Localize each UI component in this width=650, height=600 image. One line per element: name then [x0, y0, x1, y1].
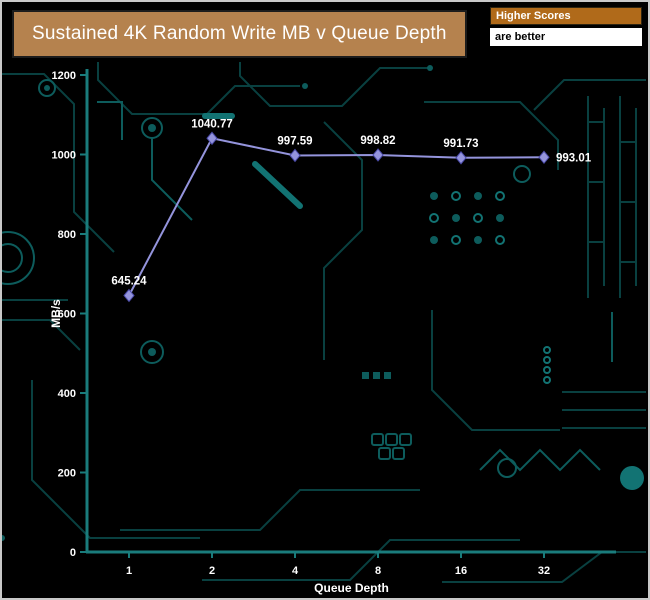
x-tick-label: 16 [455, 565, 467, 577]
data-point-marker [289, 148, 301, 163]
x-tick-label: 32 [538, 565, 550, 577]
y-tick-label: 800 [58, 229, 76, 241]
data-point-marker [123, 288, 135, 303]
data-point-label: 993.01 [556, 152, 592, 164]
data-point-label: 997.59 [277, 135, 312, 147]
y-tick-label: 600 [58, 309, 76, 321]
y-tick-label: 400 [58, 388, 76, 400]
y-tick-label: 0 [70, 547, 76, 559]
data-point-label: 991.73 [443, 138, 478, 150]
higher-scores-note: Higher Scores are better [490, 7, 642, 46]
circuit-background [2, 62, 646, 583]
data-point-label: 1040.77 [191, 118, 233, 130]
y-tick-label: 1000 [52, 150, 76, 162]
data-point-marker [455, 151, 467, 165]
x-axis-title: Queue Depth [314, 581, 389, 595]
y-tick-label: 1200 [52, 70, 76, 82]
higher-scores-label: Higher Scores [490, 7, 642, 25]
data-point-label: 645.24 [111, 276, 147, 288]
x-tick-label: 2 [209, 565, 215, 577]
y-tick-label: 200 [58, 468, 76, 480]
x-tick-label: 8 [375, 565, 381, 577]
data-line [128, 137, 545, 296]
are-better-label: are better [490, 28, 642, 46]
x-tick-label: 4 [292, 565, 299, 577]
data-point-marker [372, 148, 384, 162]
chart-title-box: Sustained 4K Random Write MB v Queue Dep… [12, 10, 467, 58]
chart-title: Sustained 4K Random Write MB v Queue Dep… [32, 23, 447, 44]
data-point-marker [206, 131, 218, 146]
x-tick-label: 1 [126, 565, 132, 577]
y-axis-title: MB/s [49, 299, 63, 328]
data-point-marker [538, 150, 550, 165]
data-point-label: 998.82 [360, 135, 395, 147]
